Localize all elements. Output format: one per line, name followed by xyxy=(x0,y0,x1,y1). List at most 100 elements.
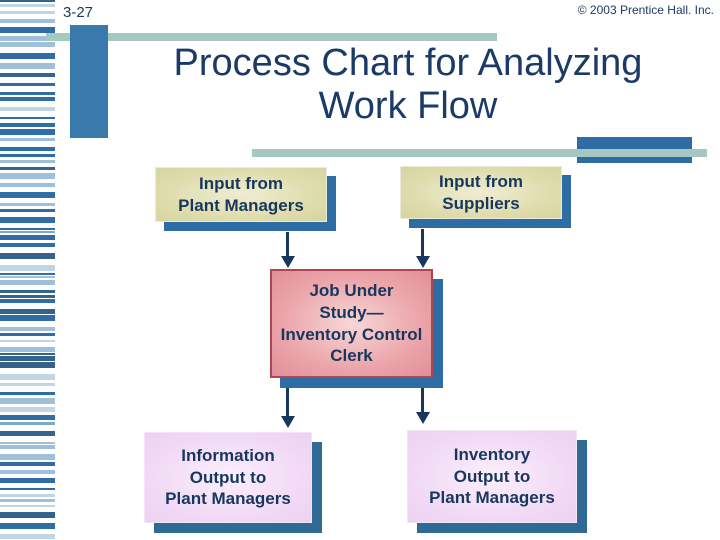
barcode-stripe xyxy=(0,315,55,321)
barcode-stripe xyxy=(0,327,55,331)
barcode-stripe xyxy=(0,235,55,240)
copyright-text: © 2003 Prentice Hall. Inc. xyxy=(577,3,714,17)
slide-title: Process Chart for Analyzing Work Flow xyxy=(115,42,701,127)
barcode-stripe xyxy=(0,445,55,449)
barcode-stripe xyxy=(0,415,55,420)
barcode-stripe xyxy=(0,83,55,86)
node-label-line: Plant Managers xyxy=(165,489,291,509)
barcode-stripe xyxy=(0,192,55,198)
barcode-stripe xyxy=(0,203,55,206)
node-label-line: Input from xyxy=(198,173,284,193)
barcode-stripe xyxy=(0,422,55,425)
barcode-stripe xyxy=(0,73,55,77)
arrow-job-to-information-output xyxy=(286,388,289,417)
barcode-stripe xyxy=(0,19,55,23)
barcode-stripe xyxy=(0,494,55,497)
barcode-stripe xyxy=(0,347,55,352)
barcode-stripe xyxy=(0,123,55,127)
node-job-under-study: Job Under Study— Inventory Control Clerk xyxy=(270,269,433,378)
barcode-stripe xyxy=(0,273,55,275)
barcode-stripe xyxy=(0,167,55,170)
node-label-line: Inventory Control xyxy=(280,324,423,344)
node-label-line: Information xyxy=(181,445,275,465)
barcode-stripe xyxy=(0,53,55,59)
barcode-stripe xyxy=(0,4,55,7)
node-label-line: Output to xyxy=(189,467,267,487)
barcode-stripe xyxy=(0,276,55,278)
slide-title-line1: Process Chart for Analyzing xyxy=(173,42,643,84)
barcode-stripe xyxy=(0,499,55,502)
node-label-line: Plant Managers xyxy=(178,195,304,215)
barcode-stripe xyxy=(0,392,55,395)
barcode-stripe xyxy=(0,442,55,444)
barcode-stripe xyxy=(0,92,55,95)
barcode-stripe xyxy=(0,129,55,135)
barcode-stripe xyxy=(0,138,55,141)
node-label-line: Output to xyxy=(453,466,531,486)
node-information-output: Information Output to Plant Managers xyxy=(144,432,312,523)
barcode-stripe xyxy=(0,431,55,436)
barcode-stripe xyxy=(0,488,55,490)
barcode-stripe xyxy=(0,63,55,69)
barcode-stripe xyxy=(0,154,55,157)
node-inventory-output: Inventory Output to Plant Managers xyxy=(407,430,577,523)
node-label-line: Plant Managers xyxy=(429,488,555,508)
vertical-blue-bar-decoration xyxy=(70,25,108,138)
barcode-stripe xyxy=(0,340,55,342)
barcode-stripe xyxy=(0,353,55,355)
barcode-stripe xyxy=(0,462,55,466)
barcode-stripe xyxy=(0,299,55,303)
teal-line-bottom-decoration xyxy=(252,149,707,157)
node-label-line: Inventory xyxy=(453,444,531,464)
barcode-stripe xyxy=(0,0,55,2)
barcode-stripe xyxy=(0,333,55,336)
barcode-stripe xyxy=(0,217,55,223)
barcode-stripe xyxy=(0,27,55,33)
barcode-stripe xyxy=(0,11,55,14)
slide-number: 3-27 xyxy=(63,4,94,21)
barcode-stripe xyxy=(0,183,55,187)
barcode-stripe xyxy=(0,97,55,101)
barcode-stripe xyxy=(0,209,55,212)
barcode-stripe xyxy=(0,309,55,314)
barcode-stripe xyxy=(0,253,55,259)
barcode-stripe xyxy=(0,117,55,119)
node-label-line: Job Under xyxy=(309,281,394,300)
teal-line-top-decoration xyxy=(46,33,497,41)
barcode-stripe xyxy=(0,228,55,230)
barcode-stripe xyxy=(0,107,55,111)
barcode-stripe xyxy=(0,454,55,460)
barcode-stripe xyxy=(0,265,55,271)
barcode-stripe xyxy=(0,398,55,404)
barcode-stripe xyxy=(0,147,55,151)
barcode-stripe xyxy=(0,356,55,361)
barcode-stripe xyxy=(0,470,55,474)
arrow-plant-managers-to-job xyxy=(286,232,289,257)
node-input-from-suppliers: Input from Suppliers xyxy=(400,166,562,219)
node-input-from-plant-managers: Input from Plant Managers xyxy=(155,167,327,222)
barcode-stripe xyxy=(0,36,55,41)
barcode-stripe xyxy=(0,505,55,507)
barcode-stripe xyxy=(0,534,55,539)
barcode-stripe xyxy=(0,407,55,412)
barcode-stripe xyxy=(0,243,55,247)
barcode-stripe xyxy=(0,290,55,293)
barcode-stripe xyxy=(0,42,55,47)
barcode-stripe xyxy=(0,280,55,285)
barcode-stripe xyxy=(0,173,55,179)
barcode-stripe-decoration xyxy=(0,0,55,540)
arrow-job-to-inventory-output xyxy=(421,388,424,413)
slide-title-line2: Work Flow xyxy=(318,84,498,127)
arrow-suppliers-to-job xyxy=(421,229,424,257)
barcode-stripe xyxy=(0,160,55,163)
barcode-stripe xyxy=(0,295,55,298)
node-label-line: Clerk xyxy=(330,346,373,366)
barcode-stripe xyxy=(0,512,55,518)
barcode-stripe xyxy=(0,478,55,483)
barcode-stripe xyxy=(0,383,55,386)
node-label-line: Study— xyxy=(319,302,384,322)
node-label-line: Suppliers xyxy=(442,193,520,213)
barcode-stripe xyxy=(0,231,55,233)
barcode-stripe xyxy=(0,374,55,380)
